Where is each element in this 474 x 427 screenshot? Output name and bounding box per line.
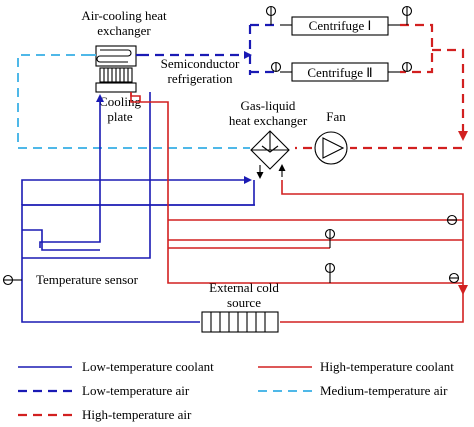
low-coolant-riser <box>22 229 100 251</box>
svg-text:Low-temperature air: Low-temperature air <box>82 383 190 398</box>
fan-label: Fan <box>326 109 346 124</box>
centrifuge-1: Centrifuge Ⅰ <box>280 16 400 36</box>
low-coolant-return <box>22 92 151 259</box>
svg-text:High-temperature coolant: High-temperature coolant <box>320 359 454 374</box>
temperature-sensor-label: Temperature sensor <box>36 272 139 287</box>
centrifuge-gauges <box>265 5 413 73</box>
semiconductor-label-1: Semiconductor <box>161 56 240 71</box>
high-air-branch <box>400 23 463 138</box>
legend-item-medium-temp-air: Medium-temperature air <box>258 383 448 398</box>
high-coolant-outer <box>281 180 468 295</box>
low-coolant-main <box>21 180 255 323</box>
high-coolant-inner-1 <box>130 92 463 284</box>
low-coolant-to-plate <box>39 94 104 248</box>
centrifuge-2-label: Centrifuge Ⅱ <box>307 65 372 80</box>
centrifuge-1-label: Centrifuge Ⅰ <box>309 18 372 33</box>
gas-liquid-hx-label-1: Gas-liquid <box>241 98 296 113</box>
high-coolant-link <box>130 92 141 102</box>
legend-item-low-temp-coolant: Low-temperature coolant <box>18 359 214 374</box>
legend-item-high-temp-coolant: High-temperature coolant <box>258 359 454 374</box>
gas-liquid-hx-label-2: heat exchanger <box>229 113 308 128</box>
low-coolant-top <box>21 176 252 205</box>
legend-item-low-temp-air: Low-temperature air <box>18 383 190 398</box>
legend-item-high-temp-air: High-temperature air <box>18 407 192 422</box>
external-cold-label-2: source <box>227 295 261 310</box>
legend: Low-temperature coolant High-temperature… <box>18 359 454 422</box>
air-cooling-heat-exchanger <box>90 45 140 67</box>
external-cold-label-1: External cold <box>209 280 279 295</box>
semiconductor-label-2: refrigeration <box>168 71 233 86</box>
fan <box>314 131 348 165</box>
coolant-gauges <box>2 214 460 286</box>
external-cold-source <box>201 311 279 333</box>
centrifuge-2: Centrifuge Ⅱ <box>280 62 400 82</box>
semiconductor-refrigeration-module <box>95 67 137 93</box>
svg-text:High-temperature air: High-temperature air <box>82 407 192 422</box>
low-air-branch <box>248 23 280 75</box>
air-cooling-hx-label-2: exchanger <box>97 23 151 38</box>
svg-text:Low-temperature coolant: Low-temperature coolant <box>82 359 214 374</box>
cooling-plate-label-2: plate <box>107 109 132 124</box>
svg-text:Medium-temperature air: Medium-temperature air <box>320 383 448 398</box>
gas-liquid-heat-exchanger <box>250 130 290 179</box>
air-cooling-hx-label-1: Air-cooling heat <box>81 8 167 23</box>
medium-air-path <box>17 54 250 149</box>
high-coolant-lower <box>280 292 464 323</box>
high-coolant-inner-2 <box>168 219 463 249</box>
